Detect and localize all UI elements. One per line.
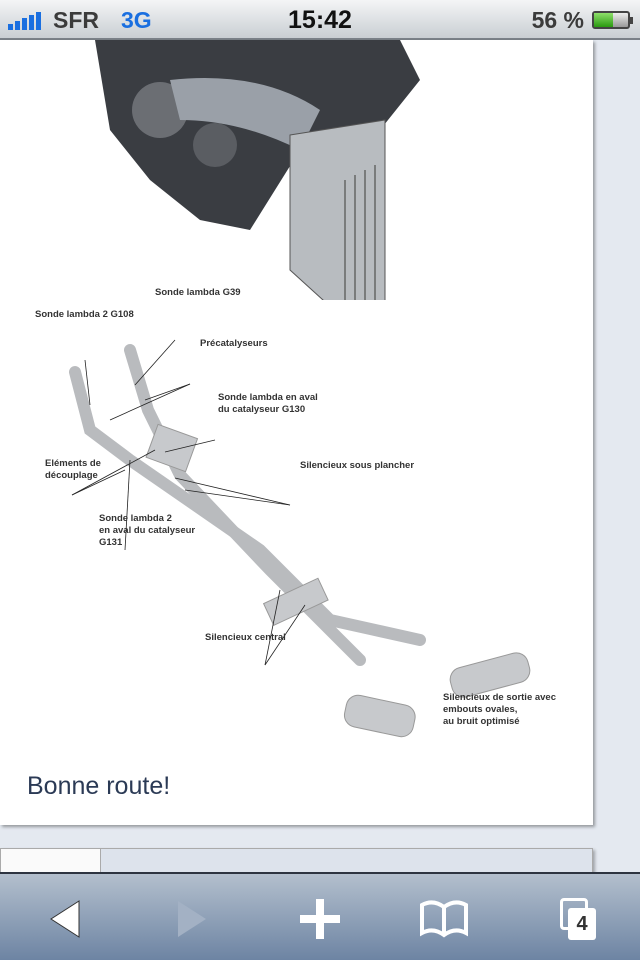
label-line: au bruit optimisé (443, 716, 520, 727)
clock: 15:42 (288, 6, 352, 34)
label-line: découplage (45, 470, 98, 481)
label-line: Silencieux de sortie avec (443, 692, 557, 703)
label-line: G131 (99, 537, 123, 548)
book-icon (420, 900, 468, 938)
status-bar: SFR 3G 15:42 56 % (0, 0, 640, 40)
label-line: embouts ovales, (443, 704, 518, 715)
back-arrow-icon (50, 900, 80, 938)
label-line: en aval du catalyseur (99, 525, 196, 536)
battery-icon (592, 11, 633, 29)
label-g39: Sonde lambda G39 (155, 287, 241, 298)
closing-text: Bonne route! (27, 772, 171, 800)
add-button[interactable] (290, 894, 350, 944)
label-line: Sonde lambda en aval (218, 392, 318, 403)
network-type: 3G (121, 7, 152, 33)
tabs-icon: 4 (550, 896, 596, 942)
exhaust-diagram (69, 339, 531, 738)
plus-icon (300, 899, 340, 939)
browser-toolbar: 4 (0, 872, 640, 960)
carrier: SFR (53, 7, 99, 33)
label-g108: Sonde lambda 2 G108 (35, 309, 134, 320)
bookmarks-button[interactable] (414, 894, 474, 944)
forward-arrow-icon (178, 901, 206, 937)
document-page[interactable]: Sonde lambda G39 Sonde lambda 2 G108 Pré… (0, 40, 593, 825)
label-sous-plancher: Silencieux sous plancher (300, 460, 415, 471)
back-button[interactable] (35, 894, 95, 944)
signal-icon (8, 12, 41, 30)
engine-image (95, 40, 420, 300)
label-line: du catalyseur G130 (218, 404, 306, 415)
label-precat: Précatalyseurs (200, 338, 268, 349)
forward-button[interactable] (162, 894, 222, 944)
label-line: Eléments de (45, 458, 101, 469)
tab-count: 4 (568, 908, 596, 940)
tabs-button[interactable]: 4 (542, 894, 602, 944)
battery-percent: 56 % (531, 7, 584, 33)
label-central: Silencieux central (205, 632, 286, 643)
label-line: Sonde lambda 2 (99, 513, 172, 524)
